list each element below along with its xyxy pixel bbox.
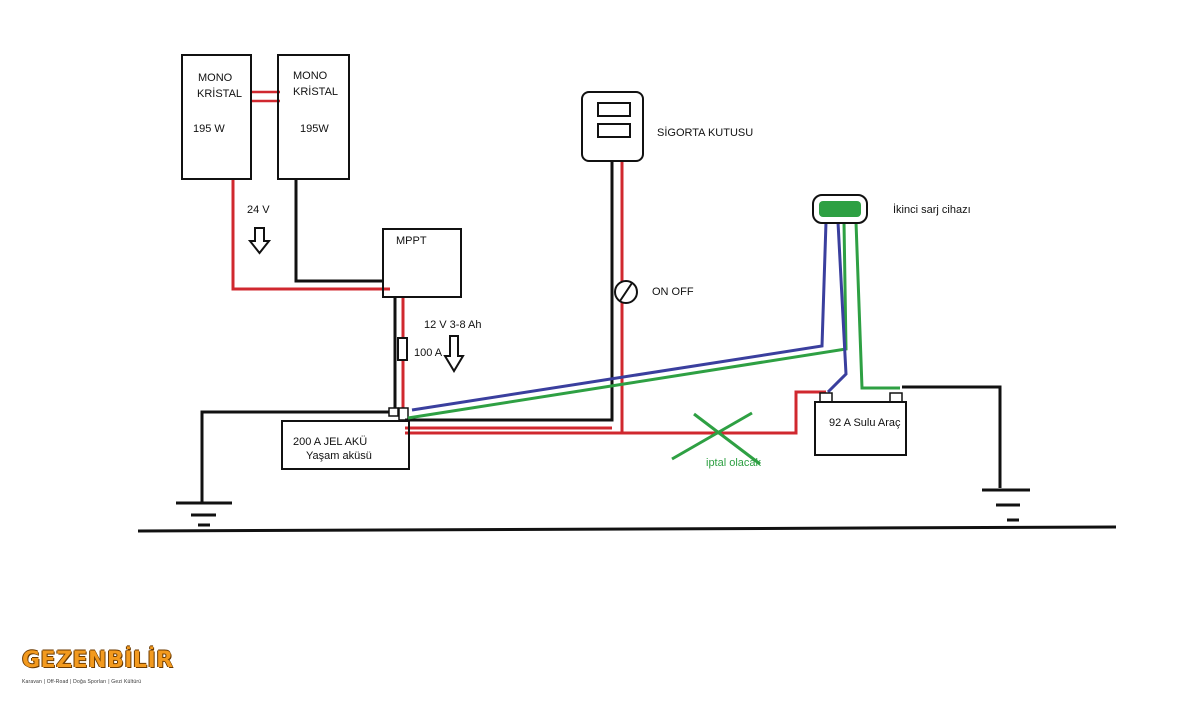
vehicle-battery: [814, 401, 907, 456]
vehicle-battery-ground-wire: [902, 385, 1002, 488]
panel-right-power: 195W: [300, 123, 329, 135]
panel-right-line2: KRİSTAL: [293, 86, 339, 98]
logo-tagline: Karavan | Off-Road | Doğa Sporları | Gez…: [22, 679, 142, 685]
vehicle-battery-positive-wire: [612, 390, 826, 435]
fuse-label: 100 A: [414, 347, 443, 359]
switch-icon: [619, 282, 633, 302]
battery-terminal: [388, 407, 399, 417]
house-battery-label-1: 200 A JEL AKÜ: [293, 436, 368, 448]
house-battery: [281, 420, 410, 470]
vehicle-battery-label: 92 A Sulu Araç: [829, 417, 901, 429]
charge-spec-label: 12 V 3-8 Ah: [424, 319, 482, 331]
house-battery-label-2: Yaşam aküsü: [306, 450, 372, 462]
house-battery-ground-wire: [200, 410, 389, 502]
cancel-cross: [671, 411, 753, 461]
fuse-slot: [597, 102, 631, 117]
battery-terminal: [398, 407, 409, 421]
solar-panel-right: [277, 54, 350, 180]
charger-green-wire: [854, 221, 900, 390]
solar-panel-left: [181, 54, 252, 180]
panel-left-line1: MONO: [198, 72, 233, 84]
charger-blue-wire: [411, 221, 828, 412]
switch-label: ON OFF: [652, 286, 694, 298]
fuse-slot: [597, 123, 631, 138]
second-charger-screen: [819, 201, 861, 217]
fuse-box-label: SİGORTA KUTUSU: [657, 127, 754, 139]
panel-left-line2: KRİSTAL: [197, 88, 243, 100]
fuse-box: [581, 91, 644, 162]
inline-fuse: [397, 337, 408, 361]
panel-right-line1: MONO: [293, 70, 328, 82]
mppt-label: MPPT: [396, 235, 427, 247]
charger-blue-wire: [826, 221, 848, 394]
mppt-controller: [382, 228, 462, 298]
voltage-label: 24 V: [247, 204, 270, 216]
panel-negative-wire: [294, 179, 384, 283]
cancel-note: iptal olacak: [706, 457, 762, 469]
down-arrow-icon: [443, 335, 465, 373]
gezenbilir-logo: GEZENBİLİR Karavan | Off-Road | Doğa Spo…: [20, 648, 173, 692]
second-charger-label: İkinci sarj cihazı: [893, 204, 971, 216]
panel-positive-wire: [231, 179, 390, 291]
panel-left-power: 195 W: [193, 123, 225, 135]
ground-line: [137, 525, 1117, 533]
logo-wordmark: GEZENBİLİR: [22, 648, 174, 673]
down-arrow-icon: [247, 227, 272, 255]
cancel-cross: [693, 412, 761, 466]
fuse-box-negative-wire: [405, 161, 614, 422]
